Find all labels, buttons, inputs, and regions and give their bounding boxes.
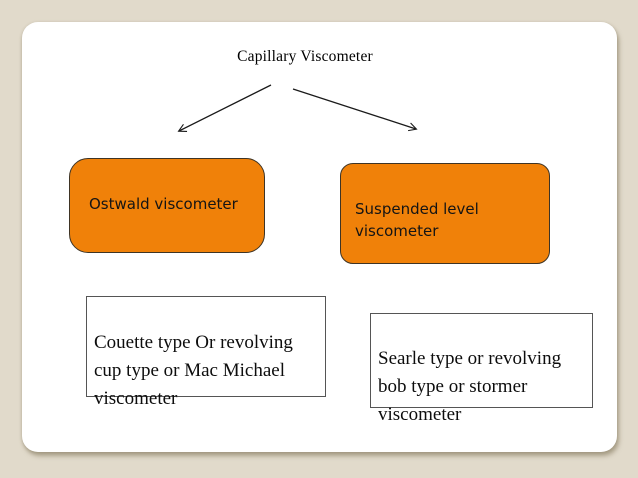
note-couette-text: Couette type Or revolving cup type or Ma… [94, 332, 293, 409]
node-suspended-label: Suspended level viscometer [355, 200, 479, 240]
node-suspended-level-viscometer: Suspended level viscometer [340, 163, 550, 264]
note-couette-type: Couette type Or revolving cup type or Ma… [86, 296, 326, 409]
note-searle-type: Searle type or revolving bob type or sto… [370, 313, 593, 425]
diagram-title: Capillary Viscometer [237, 48, 373, 65]
node-ostwald-viscometer: Ostwald viscometer [69, 158, 265, 253]
node-ostwald-label: Ostwald viscometer [89, 195, 238, 213]
note-searle-text: Searle type or revolving bob type or sto… [378, 348, 562, 425]
